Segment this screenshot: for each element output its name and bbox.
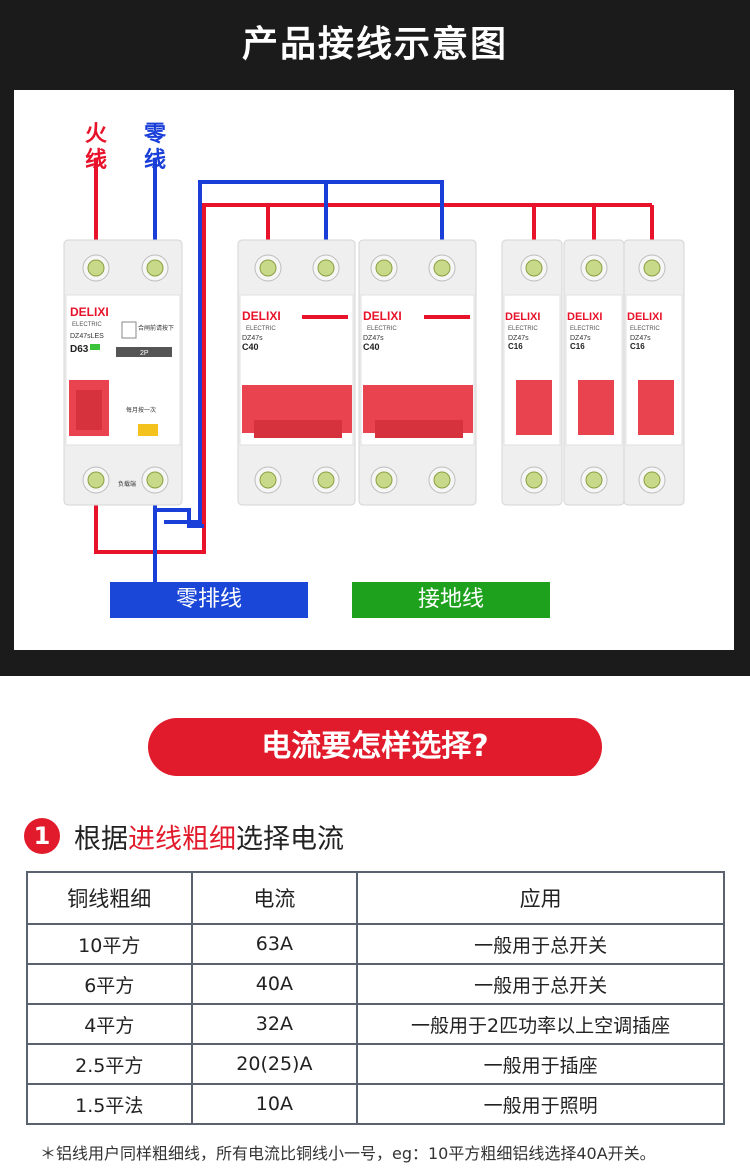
page-title: 产品接线示意图 [241, 24, 508, 65]
rcd-sub: ELECTRIC [72, 322, 102, 328]
svg-text:ELECTRIC: ELECTRIC [367, 326, 397, 332]
svg-text:DZ47s: DZ47s [508, 335, 529, 342]
rcd-rating: D63 [70, 344, 89, 355]
svg-text:DELIXI: DELIXI [567, 311, 602, 323]
table-cell: 一般用于2匹功率以上空调插座 [356, 1003, 725, 1045]
rcd-model: DZ47sLES [70, 333, 104, 340]
svg-text:DELIXI: DELIXI [505, 311, 540, 323]
svg-text:C40: C40 [363, 342, 380, 352]
table-header: 电流 [190, 871, 359, 925]
wiring-diagram-svg: DELIXI ELECTRIC DZ47sLES D63 合闸前请按下 2P 每… [63, 158, 685, 582]
neutral-wire-label: 零线 [143, 122, 166, 173]
section-banner: 电流要怎样选择? [148, 718, 602, 776]
svg-text:DZ47s: DZ47s [570, 335, 591, 342]
table-cell: 32A [190, 1003, 359, 1045]
table-cell: 6平方 [26, 963, 193, 1005]
breaker-1p-3: DELIXI ELECTRIC DZ47s C16 [623, 239, 685, 506]
table-row: 6平方 40A 一般用于总开关 [26, 963, 725, 1005]
breaker-2p-1: DELIXI ELECTRIC DZ47s C40 [237, 239, 356, 506]
svg-text:DZ47s: DZ47s [363, 335, 384, 342]
step-text-highlight: 进线粗细 [128, 823, 236, 855]
table-cell: 一般用于照明 [356, 1083, 725, 1125]
table-cell: 10A [190, 1083, 359, 1125]
table-cell: 63A [190, 923, 359, 965]
table-row: 2.5平方 20(25)A 一般用于插座 [26, 1043, 725, 1085]
rcd-brand: DELIXI [70, 305, 109, 319]
table-cell: 20(25)A [190, 1043, 359, 1085]
table-cell: 一般用于插座 [356, 1043, 725, 1085]
svg-text:ELECTRIC: ELECTRIC [570, 326, 600, 332]
live-wire-label: 火线 [84, 122, 107, 173]
svg-text:C16: C16 [630, 342, 645, 351]
table-cell: 一般用于总开关 [356, 923, 725, 965]
table-header: 应用 [356, 871, 725, 925]
svg-text:DELIXI: DELIXI [627, 311, 662, 323]
table-cell: 10平方 [26, 923, 193, 965]
svg-text:C40: C40 [242, 342, 259, 352]
wiring-diagram: DELIXI ELECTRIC DZ47sLES D63 合闸前请按下 2P 每… [14, 90, 734, 650]
breaker-1p-2: DELIXI ELECTRIC DZ47s C16 [563, 239, 625, 506]
breaker-2p-2: DELIXI ELECTRIC DZ47s C40 [358, 239, 477, 506]
svg-text:ELECTRIC: ELECTRIC [246, 326, 276, 332]
breaker-1p-1: DELIXI ELECTRIC DZ47s C16 [501, 239, 563, 506]
svg-text:ELECTRIC: ELECTRIC [630, 326, 660, 332]
step-heading: 1 根据进线粗细选择电流 [24, 816, 344, 856]
rcd-breaker: DELIXI ELECTRIC DZ47sLES D63 合闸前请按下 2P 每… [63, 239, 183, 506]
rcd-poles: 2P [140, 350, 149, 357]
rcd-notice: 合闸前请按下 [138, 324, 174, 332]
table-cell: 40A [190, 963, 359, 1005]
svg-text:DZ47s: DZ47s [242, 335, 263, 342]
neutral-bar: 零排线 [110, 582, 308, 618]
table-cell: 一般用于总开关 [356, 963, 725, 1005]
table-cell: 1.5平法 [26, 1083, 193, 1125]
step-text-after: 选择电流 [236, 823, 344, 855]
step-text-before: 根据 [74, 823, 128, 855]
table-header-row: 铜线粗细 电流 应用 [26, 871, 725, 925]
table-header: 铜线粗细 [26, 871, 193, 925]
svg-text:DZ47s: DZ47s [630, 335, 651, 342]
footnote: ＊铝线用户同样粗细线，所有电流比铜线小一号，eg：10平方粗细铝线选择40A开关… [40, 1144, 656, 1163]
rcd-monthly: 每月按一次 [126, 406, 156, 414]
rcd-side-text: 负载端 [118, 480, 136, 488]
step-number-badge: 1 [24, 818, 60, 854]
table-cell: 4平方 [26, 1003, 193, 1045]
ground-bar: 接地线 [352, 582, 550, 618]
svg-text:DELIXI: DELIXI [363, 309, 402, 323]
svg-text:C16: C16 [570, 342, 585, 351]
svg-text:C16: C16 [508, 342, 523, 351]
table-row: 10平方 63A 一般用于总开关 [26, 923, 725, 965]
svg-text:ELECTRIC: ELECTRIC [508, 326, 538, 332]
current-selection-table: 铜线粗细 电流 应用 10平方 63A 一般用于总开关 6平方 40A 一般用于… [26, 871, 725, 1125]
table-row: 4平方 32A 一般用于2匹功率以上空调插座 [26, 1003, 725, 1045]
step-text: 根据进线粗细选择电流 [74, 817, 344, 856]
svg-text:DELIXI: DELIXI [242, 309, 281, 323]
table-row: 1.5平法 10A 一般用于照明 [26, 1083, 725, 1125]
table-cell: 2.5平方 [26, 1043, 193, 1085]
